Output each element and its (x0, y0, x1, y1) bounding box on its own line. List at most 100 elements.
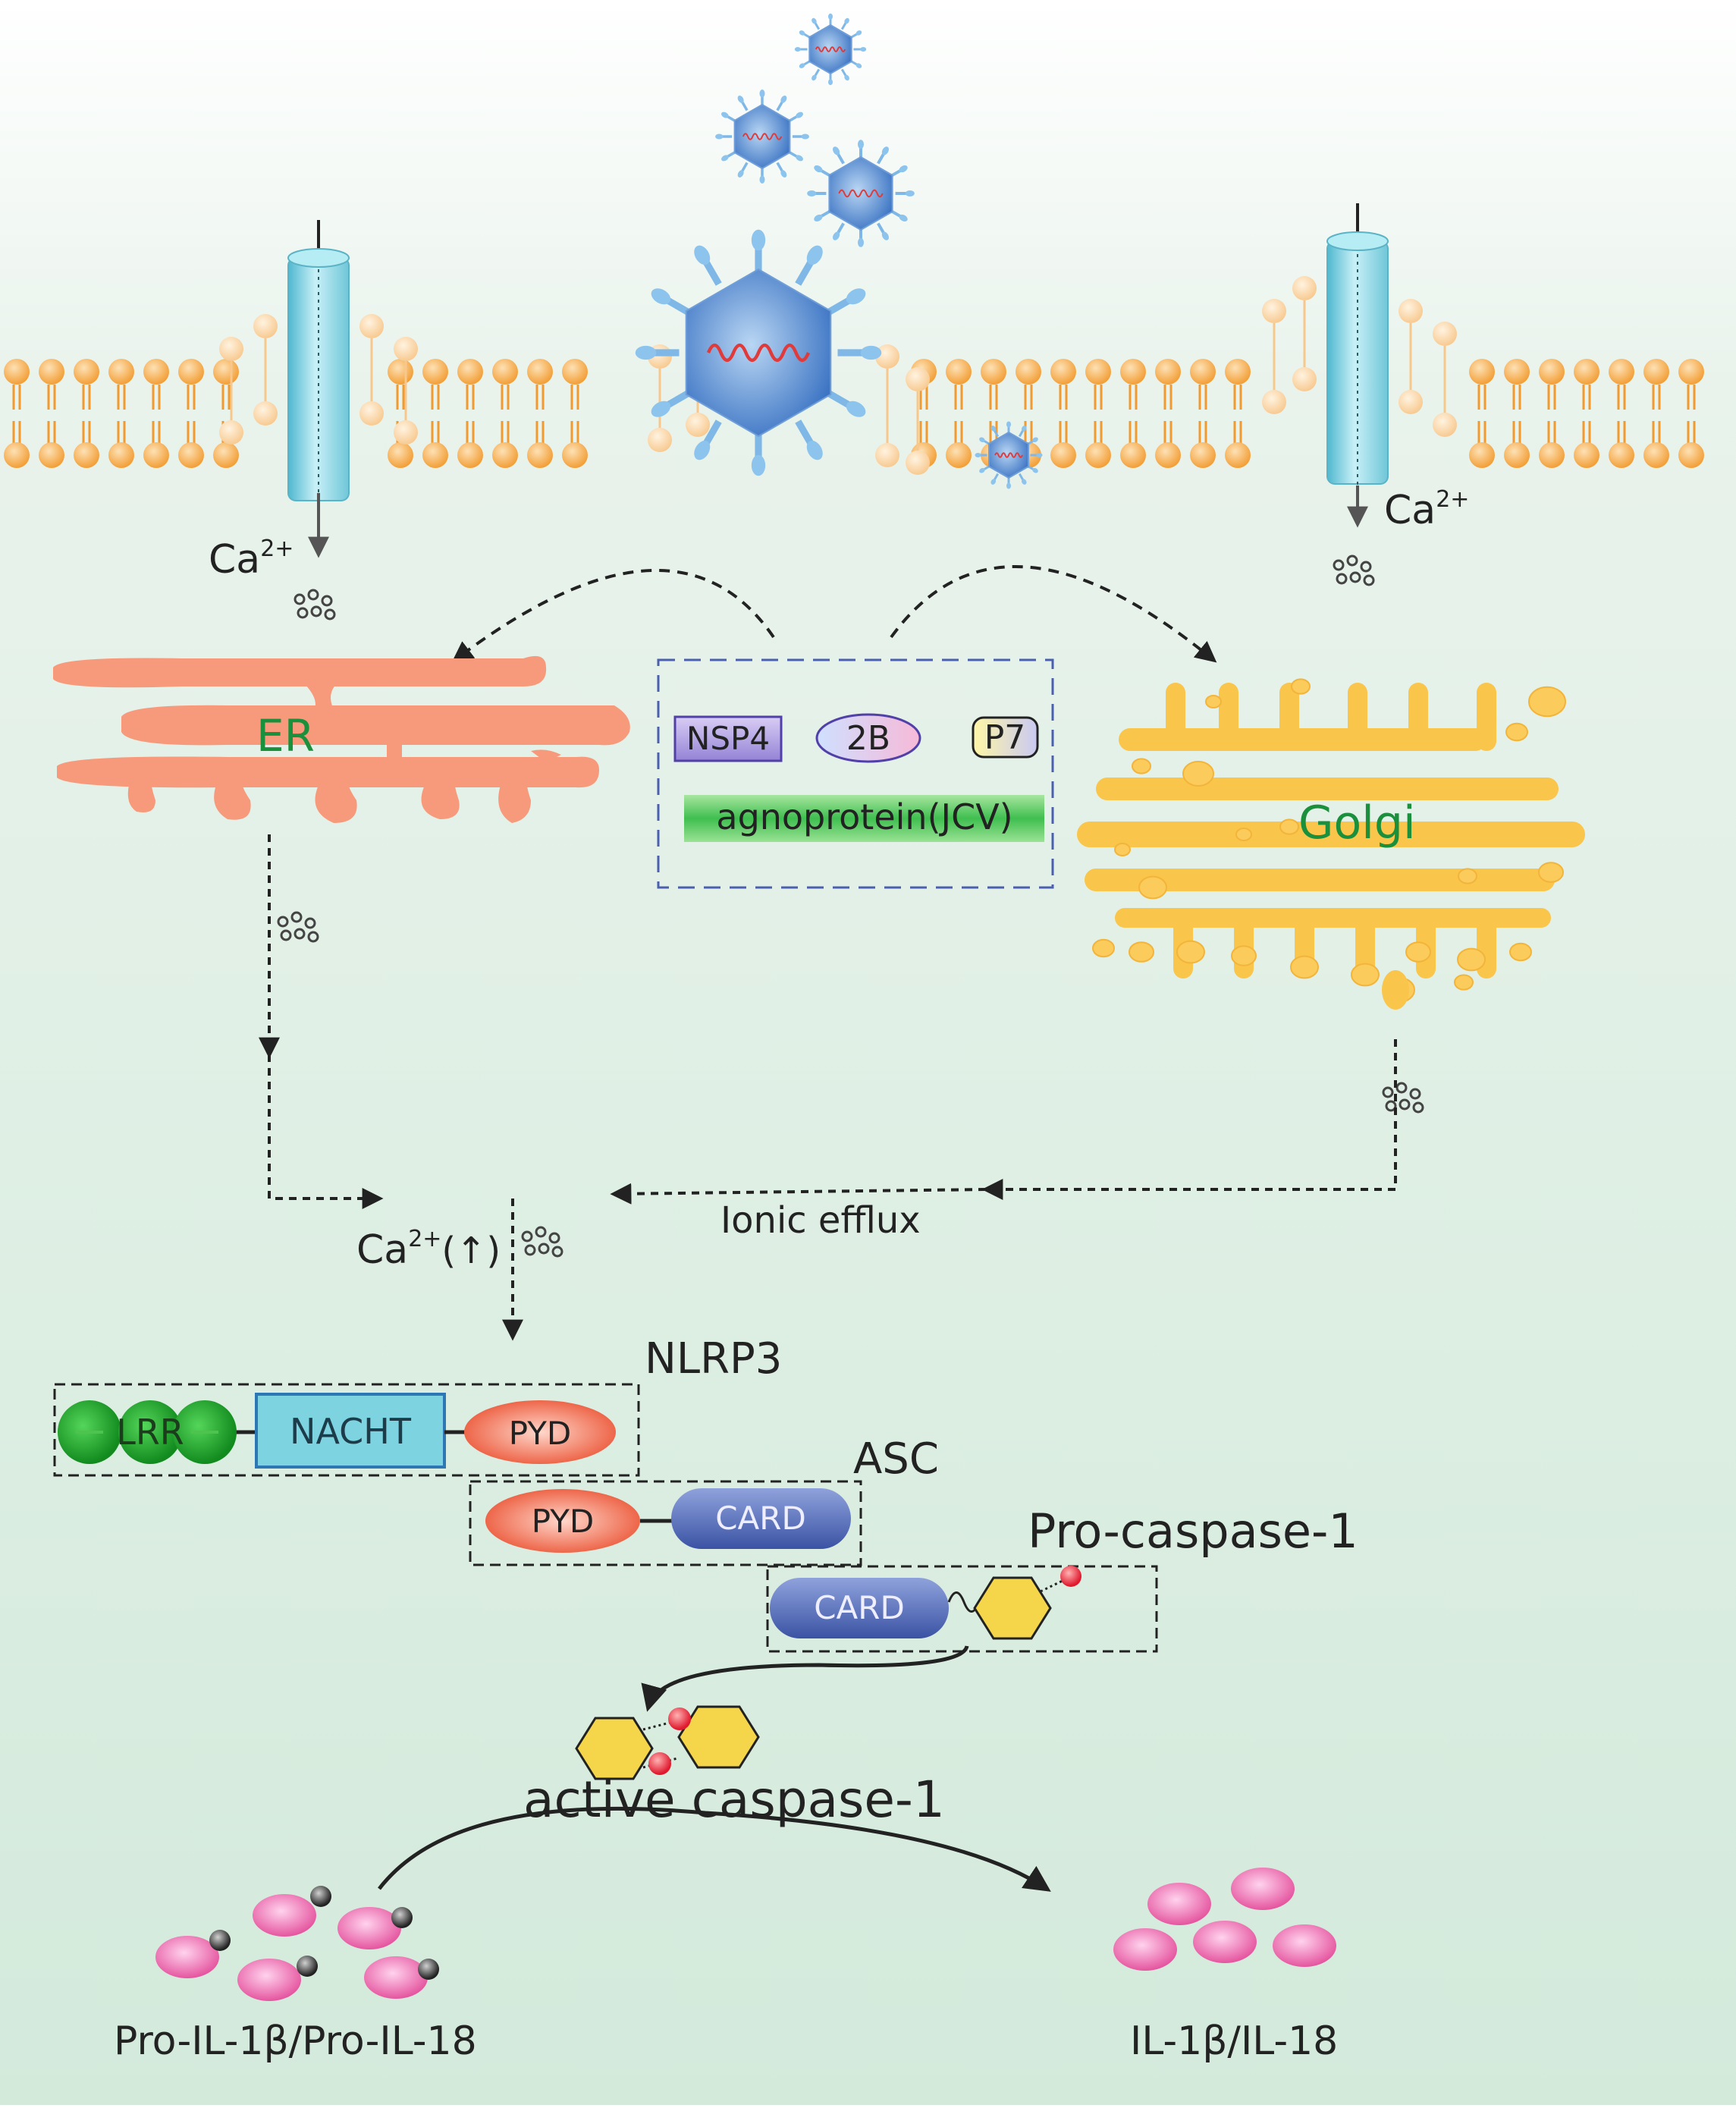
virus-particle (975, 421, 1043, 489)
pro-cytokine (337, 1907, 413, 1949)
lipid-molecule (562, 359, 588, 468)
lipid-molecule (492, 359, 518, 468)
nlrp3-box (53, 1383, 640, 1477)
p7-protein: P7 (972, 716, 1039, 759)
lipid-molecule (1120, 359, 1146, 468)
virus-particle (715, 90, 809, 184)
mature-cytokine (1193, 1921, 1257, 1963)
golgi-efflux-arrow-2 (610, 1183, 987, 1205)
virus-particle (807, 140, 915, 247)
svg-text:PYD: PYD (509, 1415, 571, 1452)
lipid-molecule (906, 367, 930, 475)
lipid-molecule (1504, 359, 1530, 468)
virus-particle (635, 229, 882, 476)
endoplasmic-reticulum (53, 655, 630, 823)
lipid-molecule (253, 314, 278, 426)
nacht-domain: NACHT (255, 1393, 466, 1469)
activation-arrow (641, 1645, 969, 1712)
cytokine-molecules (155, 1868, 1336, 2001)
pro-il-label: Pro-IL-1β/Pro-IL-18 (114, 2018, 477, 2064)
agnoprotein: agnoprotein(JCV) (684, 795, 1044, 842)
lrr-domain: LRR (58, 1400, 258, 1464)
cleavage-arrow (378, 1806, 1051, 1892)
pro-caspase-card-domain: CARD (770, 1578, 981, 1638)
calcium-channel-right (1326, 203, 1389, 528)
pro-cytokine (155, 1930, 231, 1978)
lipid-molecule (1155, 359, 1181, 468)
lipid-molecule (1574, 359, 1599, 468)
pro-cytokine (253, 1886, 331, 1937)
virus-particles (635, 13, 1043, 489)
asc-pyd-domain: PYD (485, 1489, 675, 1553)
lipid-molecule (219, 337, 243, 445)
lipid-molecule (527, 359, 553, 468)
lipid-molecule (1433, 322, 1457, 437)
lipid-molecule (39, 359, 64, 468)
lipid-molecule (1399, 299, 1423, 414)
lipid-molecule (108, 359, 134, 468)
calcium-ions (1382, 1082, 1424, 1114)
lipid-molecule (4, 359, 30, 468)
lipid-molecule (1190, 359, 1216, 468)
virus-particle (794, 13, 867, 86)
calcium-channel-left (287, 220, 350, 558)
er-efflux-arrow (268, 1054, 384, 1209)
calcium-ions (521, 1226, 563, 1258)
lipid-molecule (422, 359, 448, 468)
svg-text:NSP4: NSP4 (686, 720, 770, 757)
golgi-apparatus (1077, 678, 1585, 1010)
lipid-molecule (74, 359, 99, 468)
mature-cytokine (1231, 1868, 1295, 1910)
calcium-ions (294, 589, 336, 620)
mature-cytokine (1113, 1928, 1177, 1971)
active-caspase-label: active caspase-1 (523, 1770, 945, 1829)
lipid-molecule (875, 344, 899, 467)
ca-label-left: Ca2+ (209, 536, 294, 583)
nsp4-protein: NSP4 (673, 715, 783, 762)
golgi-label: Golgi (1298, 796, 1416, 850)
svg-text:CARD: CARD (814, 1589, 905, 1626)
asc-box (469, 1480, 862, 1566)
nlrp3-label: NLRP3 (645, 1334, 782, 1384)
nlrp3-pyd-domain: PYD (464, 1400, 616, 1464)
svg-text:LRR: LRR (116, 1412, 184, 1453)
asc-card-domain: CARD (671, 1488, 851, 1549)
lipid-molecule (359, 314, 384, 426)
active-caspase-dimer (575, 1705, 760, 1780)
svg-text:CARD: CARD (715, 1500, 806, 1537)
asc-label: ASC (853, 1434, 939, 1484)
pro-caspase-hexagon (973, 1566, 1081, 1640)
svg-text:NACHT: NACHT (290, 1411, 412, 1452)
golgi-efflux-arrow-1 (981, 1039, 1397, 1200)
svg-text:PYD: PYD (532, 1503, 594, 1540)
ionic-efflux-label: Ionic efflux (720, 1199, 921, 1242)
arrow-to-golgi (890, 564, 1217, 663)
lipid-molecule (1292, 276, 1317, 391)
calcium-ions (1333, 554, 1375, 586)
ca-increase-label: Ca2+(↑) (356, 1226, 501, 1273)
lipid-molecule (1643, 359, 1669, 468)
pro-cytokine (237, 1956, 318, 2001)
lipid-molecule (1085, 359, 1111, 468)
lipid-molecule (1469, 359, 1495, 468)
lipid-molecule (178, 359, 204, 468)
viral-protein-box (657, 658, 1054, 889)
2b-protein: 2B (815, 713, 921, 763)
pro-cytokine (364, 1956, 439, 1999)
er-label: ER (256, 710, 315, 762)
mature-cytokine (1273, 1924, 1336, 1967)
lipid-molecule (1539, 359, 1565, 468)
lipid-molecule (457, 359, 483, 468)
calcium-ions (277, 911, 319, 943)
lipid-molecule (1609, 359, 1634, 468)
lipid-molecule (648, 344, 672, 452)
lipid-molecule (1262, 299, 1286, 414)
lipid-molecule (143, 359, 169, 468)
pro-caspase-label: Pro-caspase-1 (1028, 1503, 1358, 1559)
lipid-molecule (1050, 359, 1076, 468)
lipid-molecule (1678, 359, 1704, 468)
mature-cytokine (1147, 1883, 1211, 1925)
ca-label-right: Ca2+ (1384, 486, 1469, 533)
svg-text:P7: P7 (984, 718, 1026, 757)
